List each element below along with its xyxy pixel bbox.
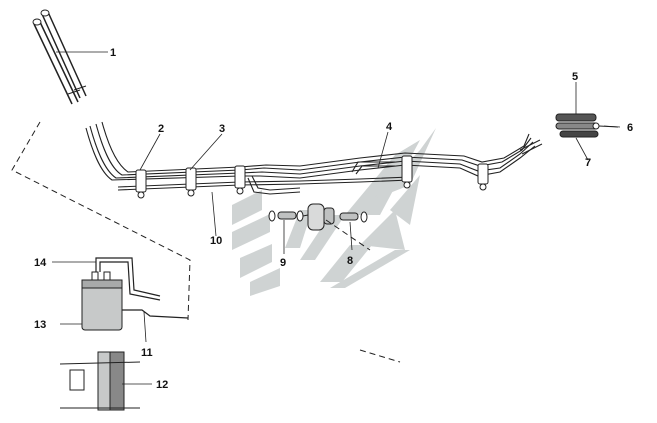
callout-8: 8 <box>347 255 353 267</box>
part-14-hose <box>95 257 189 319</box>
callout-10: 10 <box>210 235 222 247</box>
callout-1: 1 <box>110 47 116 59</box>
callout-12: 12 <box>156 379 168 391</box>
line-clips <box>135 155 489 199</box>
part-5-6-7-hoses <box>555 113 619 138</box>
callout-5: 5 <box>572 71 578 83</box>
callout-4: 4 <box>386 121 393 133</box>
callout-labels: 1 2 3 4 5 6 7 8 9 10 11 12 13 14 <box>34 47 633 391</box>
part-13-canister <box>81 271 123 331</box>
callout-2: 2 <box>158 123 164 135</box>
leader-lines <box>52 51 621 385</box>
callout-14: 14 <box>34 257 47 269</box>
part-12-panel <box>59 351 141 411</box>
callout-6: 6 <box>627 122 633 134</box>
watermark-logo <box>232 128 436 296</box>
main-fuel-line-bundle <box>85 121 536 195</box>
bundle-end-fittings <box>519 139 543 155</box>
part-1-tubes <box>32 9 87 105</box>
callout-11: 11 <box>141 347 153 359</box>
callout-7: 7 <box>585 157 591 169</box>
dashed-reference-lines <box>11 121 401 363</box>
callout-3: 3 <box>219 123 225 135</box>
callout-13: 13 <box>34 319 46 331</box>
callout-9: 9 <box>280 257 286 269</box>
